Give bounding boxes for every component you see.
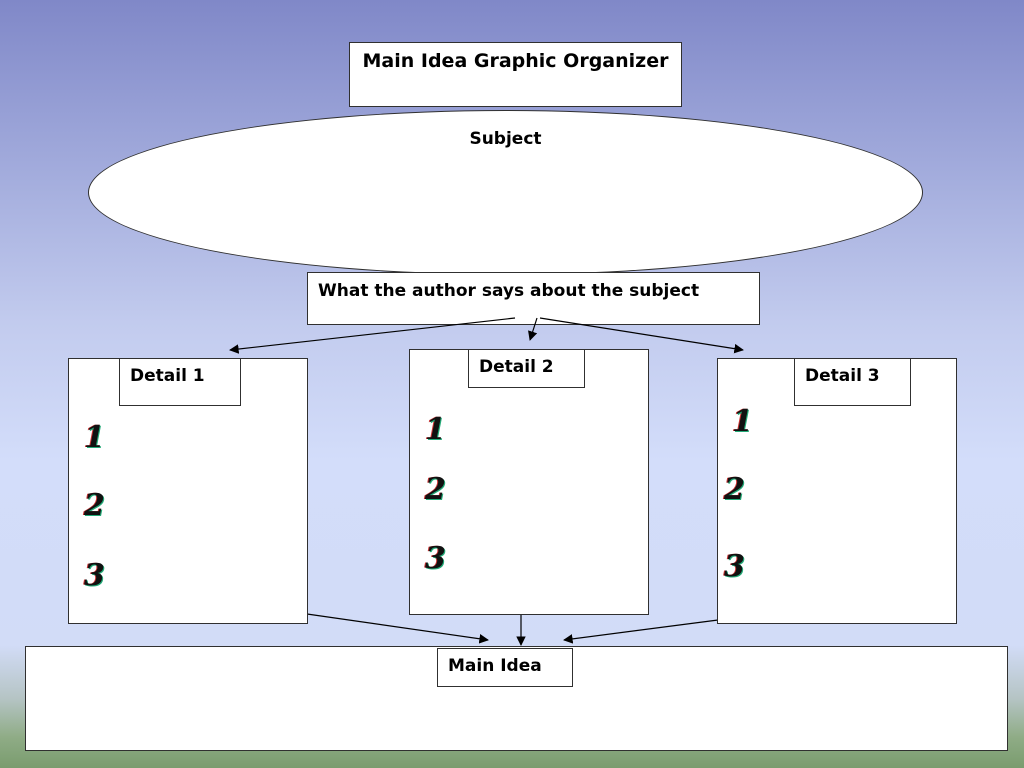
detail-1-number-3: 3 [84, 558, 105, 593]
detail-2-number-1: 1 [425, 412, 446, 447]
main-idea-label: Main Idea [448, 656, 542, 676]
arrow-detail-3-to-main [563, 619, 719, 644]
page-title: Main Idea Graphic Organizer [362, 50, 669, 72]
detail-3-number-1: 1 [732, 404, 753, 439]
arrow-detail-1-to-main [306, 613, 489, 644]
detail-1-label: Detail 1 [130, 366, 205, 386]
detail-1-tab: Detail 1 [119, 358, 241, 406]
subject-oval: Subject [88, 110, 923, 275]
arrow-to-detail-3 [539, 317, 744, 354]
detail-3-tab: Detail 3 [794, 358, 911, 406]
detail-2-number-3: 3 [425, 541, 446, 576]
title-box: Main Idea Graphic Organizer [349, 42, 682, 107]
main-idea-tab: Main Idea [437, 648, 573, 687]
detail-1-number-1: 1 [84, 420, 105, 455]
detail-1-number-2: 2 [84, 488, 105, 523]
arrow-to-detail-2 [528, 317, 538, 341]
author-says-label: What the author says about the subject [318, 281, 700, 301]
detail-3-number-2: 2 [724, 472, 745, 507]
detail-3-number-3: 3 [724, 549, 745, 584]
arrow-to-detail-1 [229, 317, 516, 354]
detail-2-number-2: 2 [425, 472, 446, 507]
detail-2-label: Detail 2 [479, 357, 554, 377]
detail-2-tab: Detail 2 [468, 349, 585, 388]
detail-3-label: Detail 3 [805, 366, 880, 386]
subject-label: Subject [469, 129, 542, 149]
detail-2-box [409, 349, 649, 615]
author-says-box: What the author says about the subject [307, 272, 760, 325]
